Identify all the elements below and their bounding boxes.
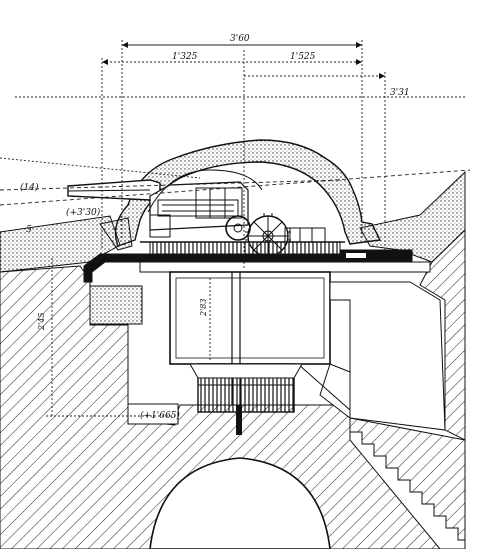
dim-total-width: 3'60	[230, 34, 250, 44]
left-base-block	[89, 285, 143, 325]
cupola-left-lip	[99, 217, 133, 251]
dim-ref-height: 3'31	[390, 88, 410, 98]
level-base: (+1'665)	[140, 410, 180, 421]
level-gun-axis: (+3'30)	[66, 207, 101, 218]
roller-basket-cap	[189, 363, 303, 379]
diagonal-strut	[297, 363, 351, 411]
dim-wall-height: 2'45	[37, 313, 46, 331]
left-footing	[127, 403, 179, 425]
gun-platform-slab	[139, 261, 431, 273]
right-glacis-concrete	[359, 170, 466, 263]
armoured-cupola	[114, 139, 382, 247]
dimension-lines	[0, 40, 471, 417]
stair-steps	[349, 418, 466, 549]
gun-assembly	[67, 169, 326, 259]
dim-chamber-height: 2'83	[199, 299, 208, 317]
vault-arch	[149, 457, 331, 549]
chamber-inner-lining	[175, 277, 325, 359]
right-floor-insert	[346, 253, 366, 258]
right-inner-wall	[329, 281, 446, 431]
pivot-pin	[236, 405, 242, 435]
level-side-mark: 5	[26, 225, 32, 235]
ramp-slope	[319, 363, 351, 420]
dim-left-half: 1'325	[172, 52, 198, 62]
level-gun-axis-left: (14)	[20, 182, 39, 193]
traversing-rack	[149, 241, 341, 255]
ammunition-chamber	[169, 271, 331, 365]
dimension-arrows	[102, 42, 385, 79]
dim-right-half: 1'525	[290, 52, 316, 62]
floor-beam	[83, 253, 341, 283]
